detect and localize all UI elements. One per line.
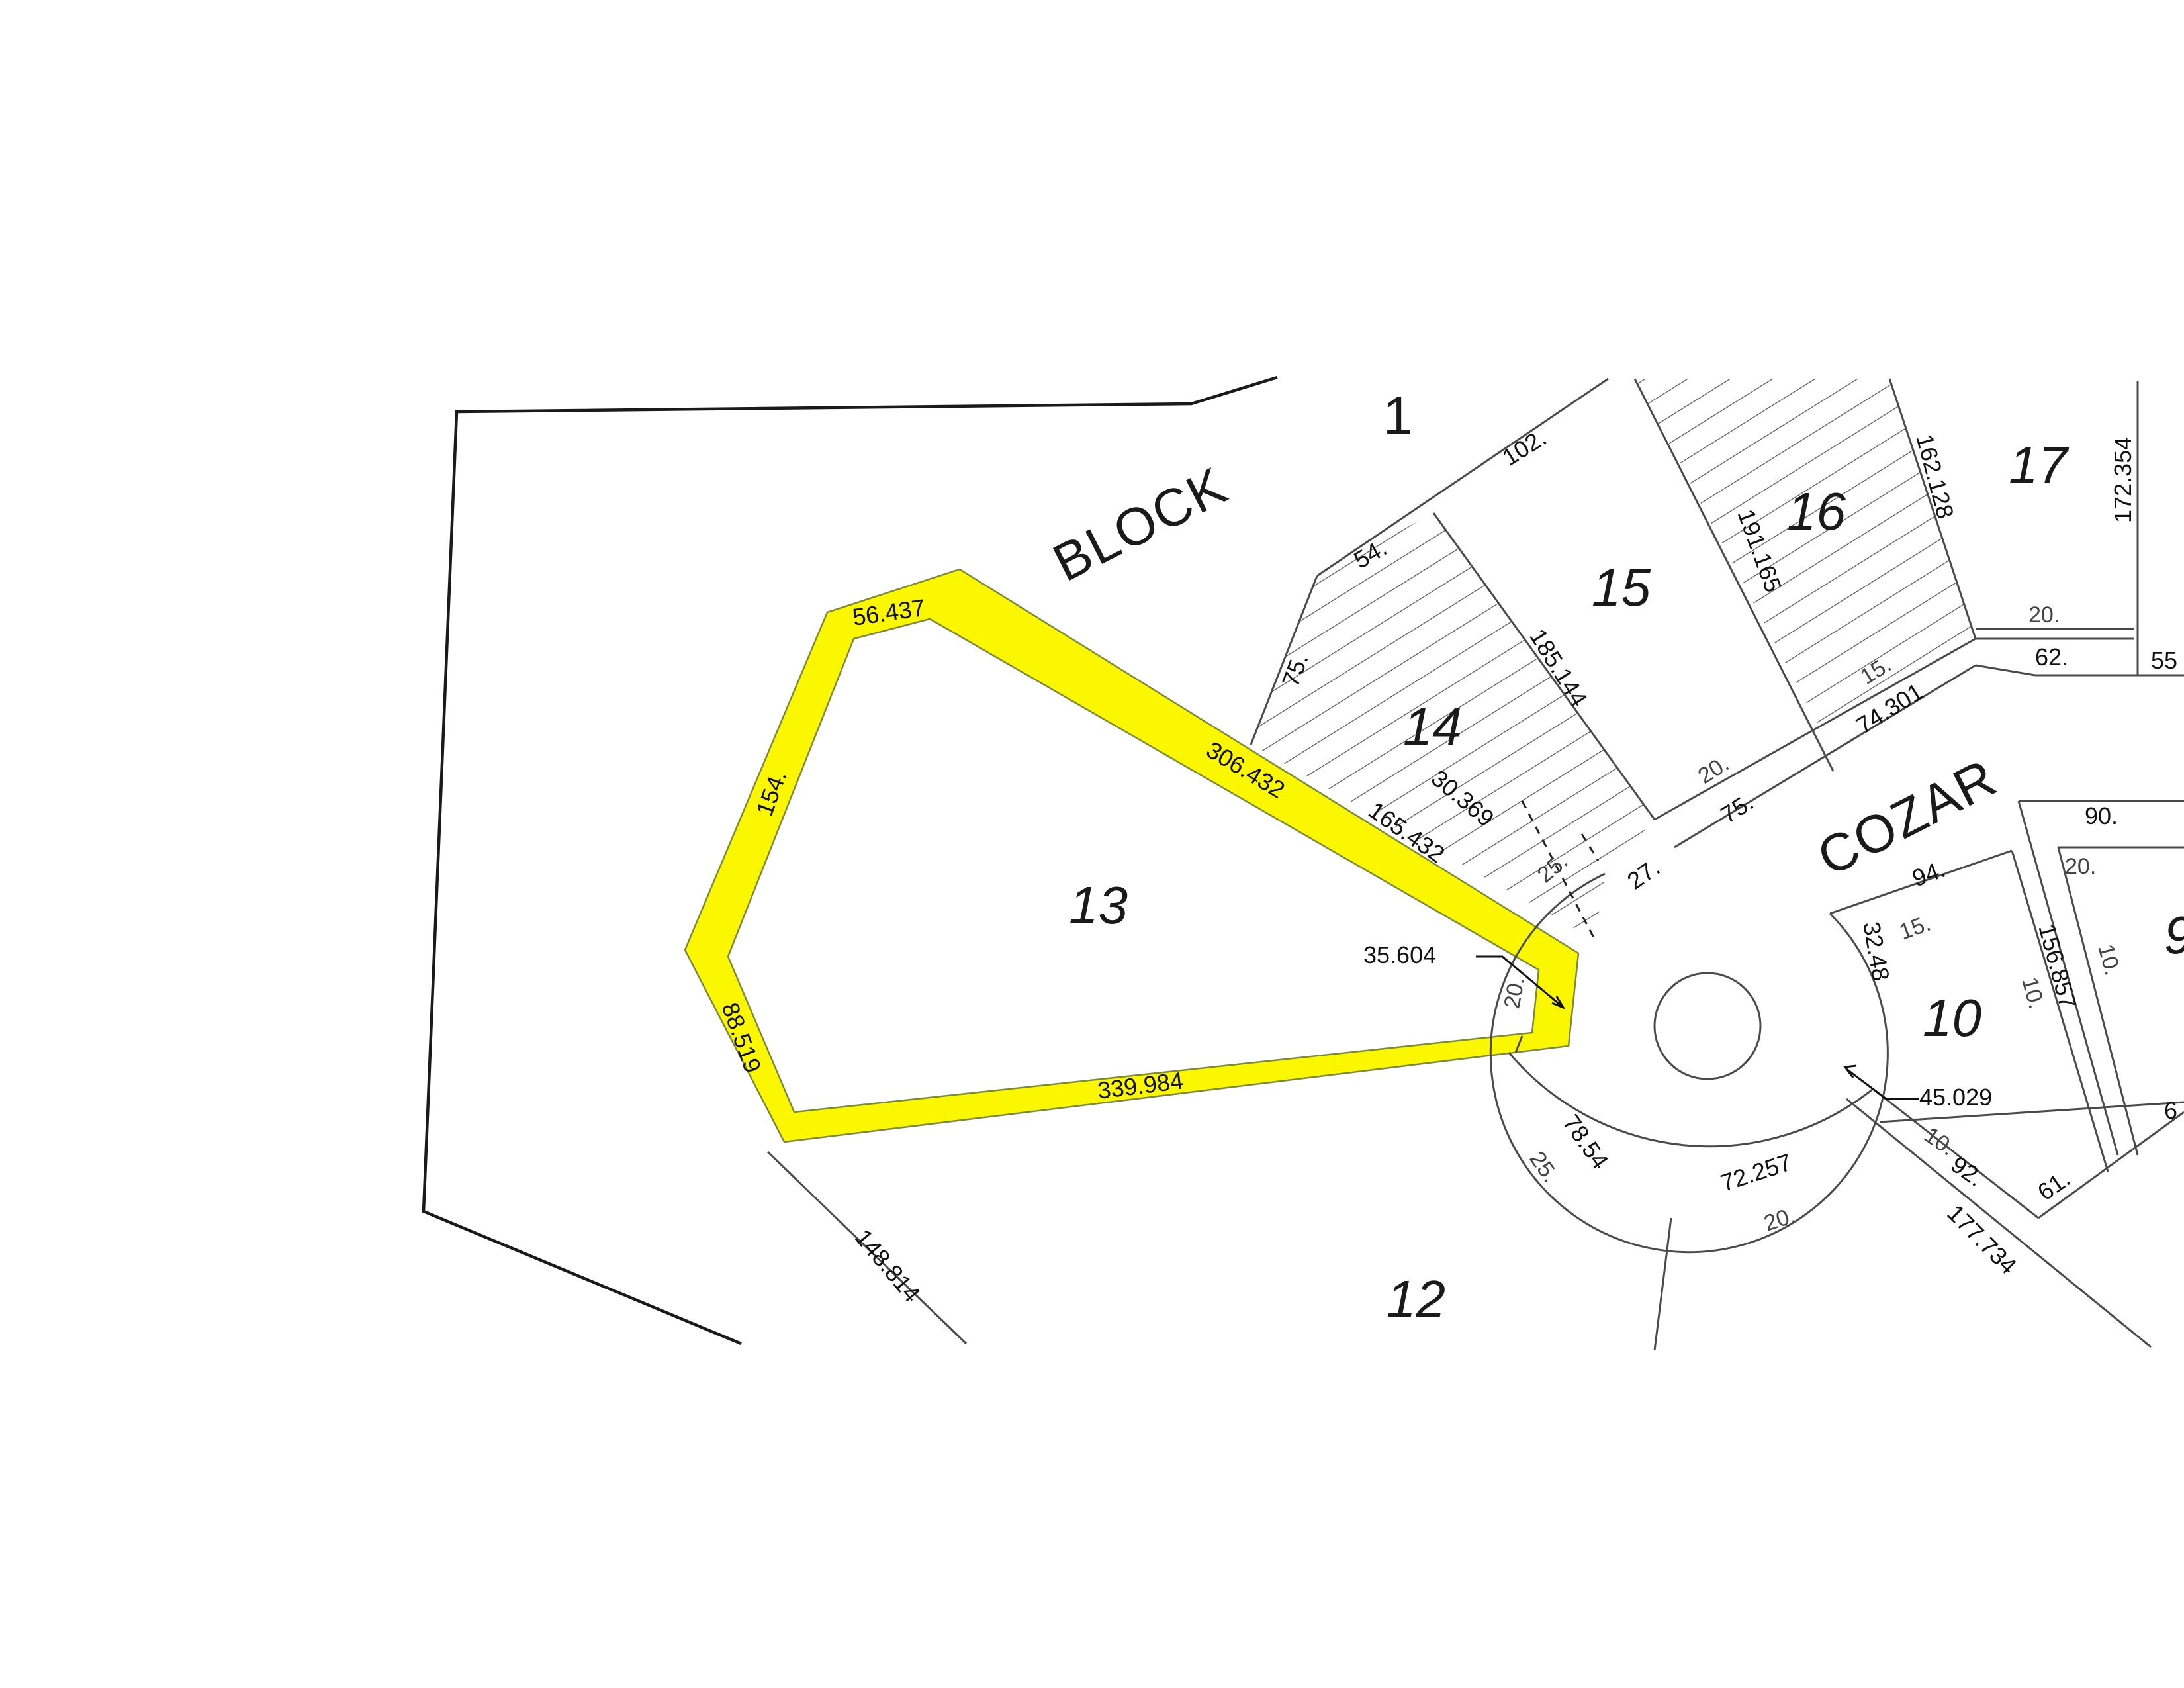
- block-label: BLOCK: [1044, 455, 1236, 592]
- lot-lines: [766, 377, 2184, 1351]
- svg-text:56.437: 56.437: [850, 594, 927, 631]
- svg-text:20.: 20.: [2028, 602, 2060, 628]
- svg-text:27.: 27.: [1622, 853, 1665, 894]
- lot-number-13: 13: [1069, 876, 1128, 935]
- svg-text:177.734: 177.734: [1942, 1199, 2022, 1280]
- lot-number-15: 15: [1592, 558, 1651, 617]
- svg-text:20.: 20.: [1499, 975, 1529, 1010]
- svg-text:25.: 25.: [1524, 1147, 1563, 1188]
- cul-de-sac: [1489, 800, 1889, 1254]
- svg-text:10.: 10.: [1919, 1122, 1960, 1160]
- svg-text:6: 6: [2164, 1097, 2177, 1124]
- lot-13-highlight: [684, 568, 1580, 1143]
- svg-text:45.029: 45.029: [1919, 1084, 1992, 1111]
- svg-text:55: 55: [2151, 647, 2177, 674]
- svg-text:148.814: 148.814: [850, 1224, 926, 1307]
- lot-number-12: 12: [1387, 1270, 1445, 1329]
- svg-text:20.: 20.: [1694, 751, 1733, 789]
- lot-14-hatch: [1251, 513, 1655, 940]
- svg-text:15.: 15.: [1896, 911, 1934, 945]
- parent-tract-boundary: [422, 375, 1278, 1346]
- lot-number-10: 10: [1923, 988, 1981, 1047]
- svg-text:72.257: 72.257: [1717, 1149, 1795, 1197]
- street-label: COZAR: [1808, 747, 2006, 887]
- leader-arrows: [1476, 955, 1919, 1100]
- lot-number-9: 9: [2164, 906, 2184, 964]
- svg-text:20.: 20.: [2065, 854, 2096, 879]
- svg-text:90.: 90.: [2085, 802, 2118, 829]
- svg-text:10.: 10.: [2093, 941, 2125, 978]
- svg-text:339.984: 339.984: [1096, 1066, 1185, 1104]
- lot-number-17: 17: [2009, 436, 2069, 494]
- svg-text:172.354: 172.354: [2109, 437, 2136, 523]
- svg-text:94.: 94.: [1909, 855, 1949, 892]
- svg-text:78.54: 78.54: [1557, 1109, 1614, 1174]
- svg-text:10.: 10.: [2017, 974, 2049, 1011]
- svg-text:62.: 62.: [2035, 643, 2068, 671]
- svg-text:61.: 61.: [2032, 1164, 2075, 1205]
- block-number: 1: [1383, 386, 1414, 445]
- svg-text:75.: 75.: [1716, 788, 1758, 828]
- svg-text:32.48: 32.48: [1858, 919, 1895, 983]
- lot-16-hatch: [1635, 379, 1976, 735]
- svg-text:102.: 102.: [1498, 424, 1551, 471]
- svg-text:20.: 20.: [1761, 1203, 1799, 1237]
- lot-number-16: 16: [1787, 482, 1846, 541]
- svg-text:35.604: 35.604: [1363, 941, 1436, 968]
- lot-number-14: 14: [1403, 697, 1462, 756]
